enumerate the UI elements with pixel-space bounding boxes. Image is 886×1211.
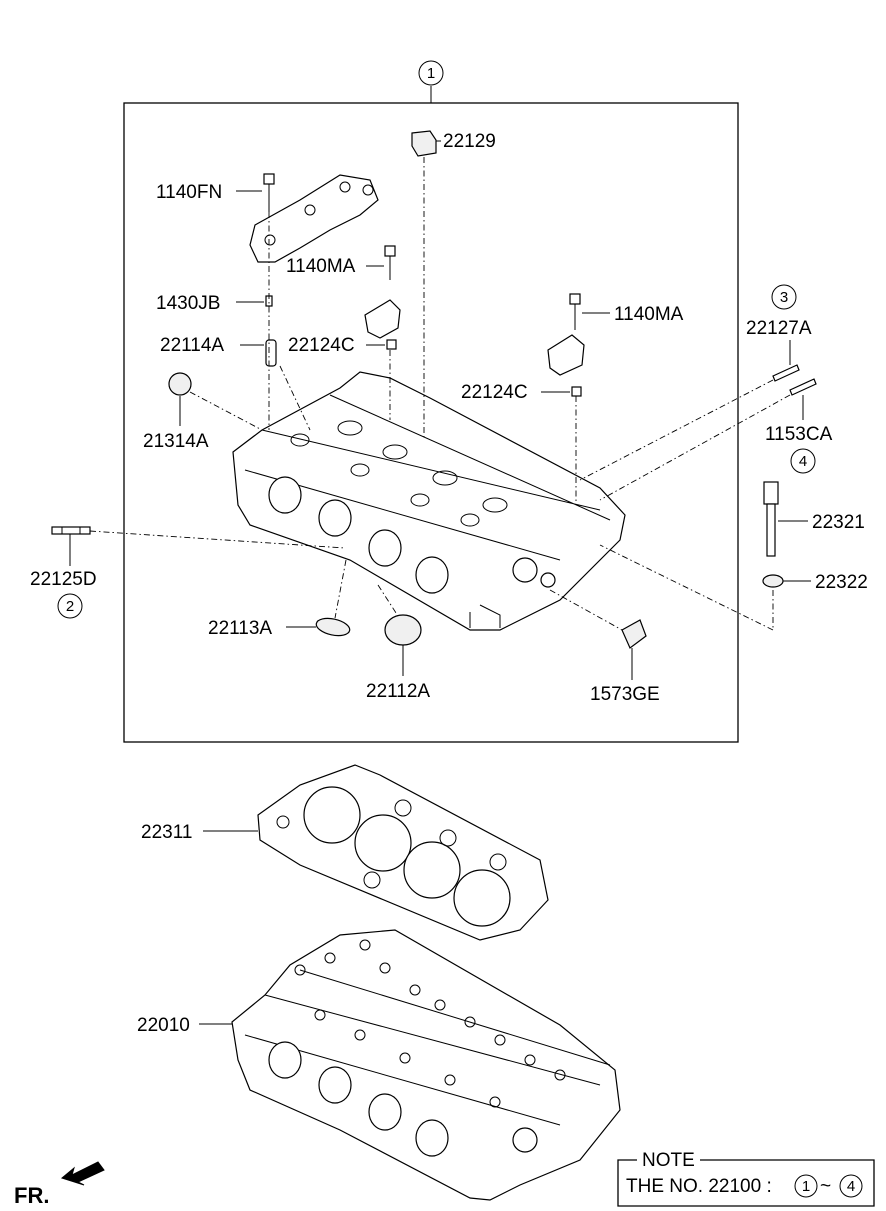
label-22124C-a: 22124C [288, 335, 355, 356]
label-1140MA-b: 1140MA [614, 304, 684, 325]
head-bolt-22321-illustration [763, 481, 779, 557]
label-1430JB: 1430JB [156, 293, 220, 314]
callout-1: 1 [418, 60, 444, 86]
head-gasket-illustration [257, 764, 549, 941]
label-22129: 22129 [443, 131, 496, 152]
label-22311: 22311 [141, 822, 192, 843]
cam-cap-front-illustration [249, 174, 379, 263]
plug-21314A-illustration [168, 372, 192, 396]
dowel-22114A-illustration [265, 339, 277, 367]
label-21314A: 21314A [143, 431, 209, 452]
stud-22125D-illustration [51, 526, 91, 535]
note-title: NOTE [642, 1150, 695, 1171]
label-22125D: 22125D [30, 569, 97, 590]
note-range-end: 4 [847, 1178, 855, 1195]
seal-1573GE-illustration [621, 619, 647, 649]
label-1140FN: 1140FN [156, 182, 222, 203]
bolt-1140MA-b-illustration [569, 293, 581, 330]
svg-text:2: 2 [66, 598, 74, 615]
front-arrow-icon [60, 1161, 105, 1186]
label-22127A: 22127A [746, 318, 812, 339]
dowel-22124C-b-illustration [571, 386, 582, 397]
label-22124C-b: 22124C [461, 382, 528, 403]
front-label: FR. [14, 1183, 49, 1208]
seal-22113A-illustration [315, 617, 351, 637]
cam-cap-small-a-illustration [364, 299, 401, 339]
plug-22129-illustration [411, 130, 437, 157]
note-range-sep: ~ [820, 1176, 831, 1197]
cam-cap-small-b-illustration [547, 334, 585, 376]
dowel-22124C-a-illustration [386, 339, 397, 350]
label-22010: 22010 [137, 1015, 190, 1036]
callout-3: 3 [771, 284, 797, 310]
svg-text:3: 3 [780, 289, 788, 306]
bolt-1140MA-a-illustration [384, 245, 396, 280]
note-box: NOTE THE NO. 22100 : 1 ~ 4 [617, 1150, 875, 1207]
label-1140MA-a: 1140MA [286, 256, 356, 277]
washer-22322-illustration [762, 574, 784, 588]
label-22112A: 22112A [366, 681, 430, 702]
label-22321: 22321 [812, 512, 865, 533]
callout-4: 4 [790, 448, 816, 474]
cylinder-head-assembly-illustration [231, 929, 621, 1201]
label-1153CA: 1153CA [765, 424, 833, 445]
svg-text:1: 1 [427, 65, 435, 82]
note-text: THE NO. 22100 : [626, 1176, 772, 1197]
bolt-1140FN-illustration [263, 173, 275, 212]
label-22113A: 22113A [208, 618, 272, 639]
label-1573GE: 1573GE [590, 684, 660, 705]
label-22114A: 22114A [160, 335, 224, 356]
label-22322: 22322 [815, 572, 868, 593]
studs-22127A-1153CA-illustration [772, 364, 817, 396]
note-range-start: 1 [802, 1178, 810, 1195]
cylinder-head-bare-illustration [232, 371, 626, 631]
svg-text:4: 4 [799, 453, 807, 470]
seal-22112A-illustration [384, 614, 422, 646]
callout-2: 2 [57, 593, 83, 619]
